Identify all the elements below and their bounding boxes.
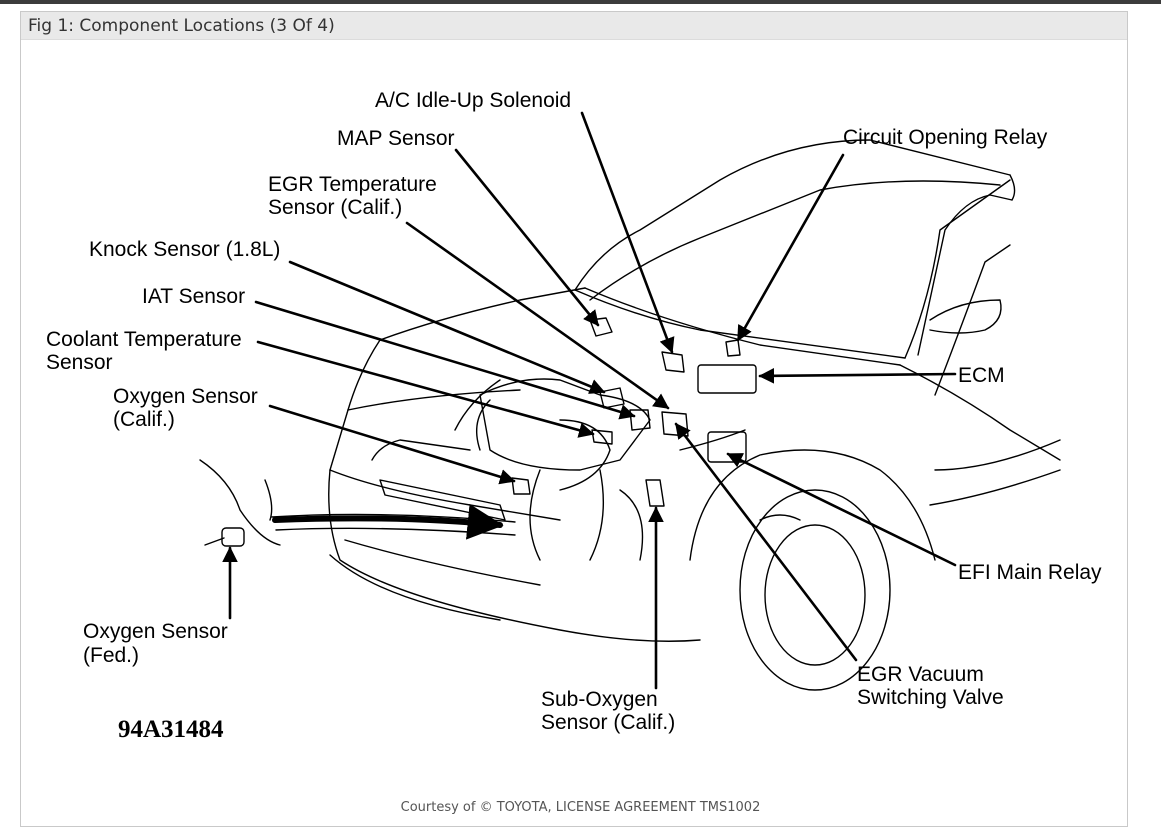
figure-caption: Fig 1: Component Locations (3 Of 4) bbox=[21, 12, 1127, 40]
label-oxygen-sensor-calif-line1: Oxygen Sensor bbox=[113, 385, 258, 408]
label-egr-temperature-sensor-line1: EGR Temperature bbox=[268, 173, 437, 196]
label-circuit-opening-relay: Circuit Opening Relay bbox=[843, 126, 1048, 149]
figure-credit: Courtesy of © TOYOTA, LICENSE AGREEMENT … bbox=[400, 800, 761, 815]
label-coolant-temperature-sensor-line1: Coolant Temperature bbox=[46, 328, 242, 351]
figure-frame: Fig 1: Component Locations (3 Of 4) bbox=[20, 11, 1128, 827]
leader-lines bbox=[222, 111, 957, 690]
label-oxygen-sensor-calif-line2: (Calif.) bbox=[113, 408, 175, 431]
label-ecm: ECM bbox=[958, 364, 1005, 387]
label-egr-temperature-sensor-line2: Sensor (Calif.) bbox=[268, 196, 403, 219]
label-coolant-temperature-sensor-line2: Sensor bbox=[46, 351, 113, 374]
label-efi-main-relay: EFI Main Relay bbox=[958, 561, 1102, 584]
label-iat-sensor: IAT Sensor bbox=[142, 285, 246, 308]
label-egr-vacuum-switching-valve-line2: Switching Valve bbox=[857, 686, 1004, 709]
label-ac-idle-up-solenoid: A/C Idle-Up Solenoid bbox=[375, 89, 572, 112]
label-oxygen-sensor-fed-line1: Oxygen Sensor bbox=[83, 620, 228, 643]
label-knock-sensor: Knock Sensor (1.8L) bbox=[89, 238, 281, 261]
label-sub-oxygen-sensor-line2: Sensor (Calif.) bbox=[541, 711, 676, 734]
car-drawing bbox=[199, 139, 1061, 691]
label-sub-oxygen-sensor-line1: Sub-Oxygen bbox=[541, 688, 658, 711]
label-oxygen-sensor-fed-line2: (Fed.) bbox=[83, 644, 140, 667]
window-top-bar bbox=[0, 0, 1161, 4]
label-egr-vacuum-switching-valve-line1: EGR Vacuum bbox=[857, 663, 984, 686]
label-map-sensor: MAP Sensor bbox=[337, 127, 455, 150]
figure-code: 94A31484 bbox=[118, 716, 224, 743]
